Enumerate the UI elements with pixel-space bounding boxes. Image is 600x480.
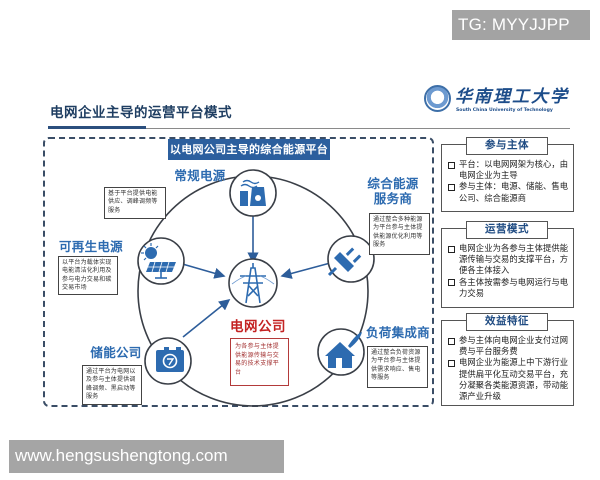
university-emblem-icon [424, 85, 451, 112]
node-desc-load-aggregator: 通过整合负荷资源为平台参与主体提供需求响应、售电等服务 [367, 346, 428, 388]
hub-description: 为各参与主体提供能源传输与交易的技术支撑平台 [230, 338, 289, 386]
watermark-top: TG: MYYJJPP [452, 10, 590, 40]
participants-item: 参与主体：电源、储能、售电公司、综合能源商 [448, 181, 569, 203]
operation-mode-item: 电网企业为各参与主体提供能源传输与交易的支撑平台，方便各主体接入 [448, 243, 569, 277]
slide-title: 电网企业主导的运营平台模式 [50, 105, 232, 121]
node-desc-integrated-energy-provider: 通过整合多种能源为平台参与主体提供能源优化利用等服务 [369, 213, 430, 255]
node-label-renewable-power: 可再生电源 [58, 239, 123, 254]
operation-mode-item: 各主体按需参与电网运行与电力交易 [448, 277, 569, 299]
title-divider [48, 128, 570, 129]
university-name-cn: 华南理工大学 [455, 87, 569, 107]
hub-label: 电网公司 [230, 319, 286, 335]
section-title-benefits: 效益特征 [466, 313, 548, 331]
watermark-bottom: www.hengsushengtong.com [9, 440, 284, 473]
university-name-en: South China University of Technology [456, 108, 553, 113]
node-desc-renewable-power: 以平台为载体实现电能清洁化利用及参与电力交易和碳交易市场 [58, 256, 118, 295]
university-logo: 华南理工大学 South China University of Technol… [424, 82, 574, 122]
benefits-item: 电网企业为能源上中下游行业提供扁平化互动交易平台，充分凝聚各类能源资源，带动能源… [448, 357, 569, 402]
node-desc-conventional-power: 基于平台提供电能供应、调峰调频等服务 [104, 187, 166, 219]
section-participants: 平台：以电网网架为核心，由电网企业为主导 参与主体：电源、储能、售电公司、综合能… [441, 144, 574, 212]
title-divider-accent [48, 126, 146, 129]
section-title-participants: 参与主体 [466, 137, 548, 155]
platform-banner: 以电网公司主导的综合能源平台 [168, 139, 330, 160]
node-label-load-aggregator: 负荷集成商 [365, 325, 430, 340]
node-label-integrated-energy-provider: 综合能源 服务商 [360, 176, 426, 206]
node-desc-energy-storage: 通过平台为电网以及参与主体提供调峰调频、黑启动等服务 [82, 365, 142, 405]
section-title-operation-mode: 运营模式 [466, 221, 548, 239]
label-line-1: 综合能源 [367, 176, 419, 191]
participants-item: 平台：以电网网架为核心，由电网企业为主导 [448, 159, 569, 181]
node-label-conventional-power: 常规电源 [174, 168, 226, 183]
section-operation-mode: 电网企业为各参与主体提供能源传输与交易的支撑平台，方便各主体接入 各主体按需参与… [441, 228, 574, 308]
benefits-item: 参与主体向电网企业支付过网费与平台服务费 [448, 335, 569, 357]
section-benefits: 参与主体向电网企业支付过网费与平台服务费 电网企业为能源上中下游行业提供扁平化互… [441, 320, 574, 406]
node-label-energy-storage: 储能公司 [90, 345, 142, 360]
label-line-2: 服务商 [373, 191, 413, 206]
